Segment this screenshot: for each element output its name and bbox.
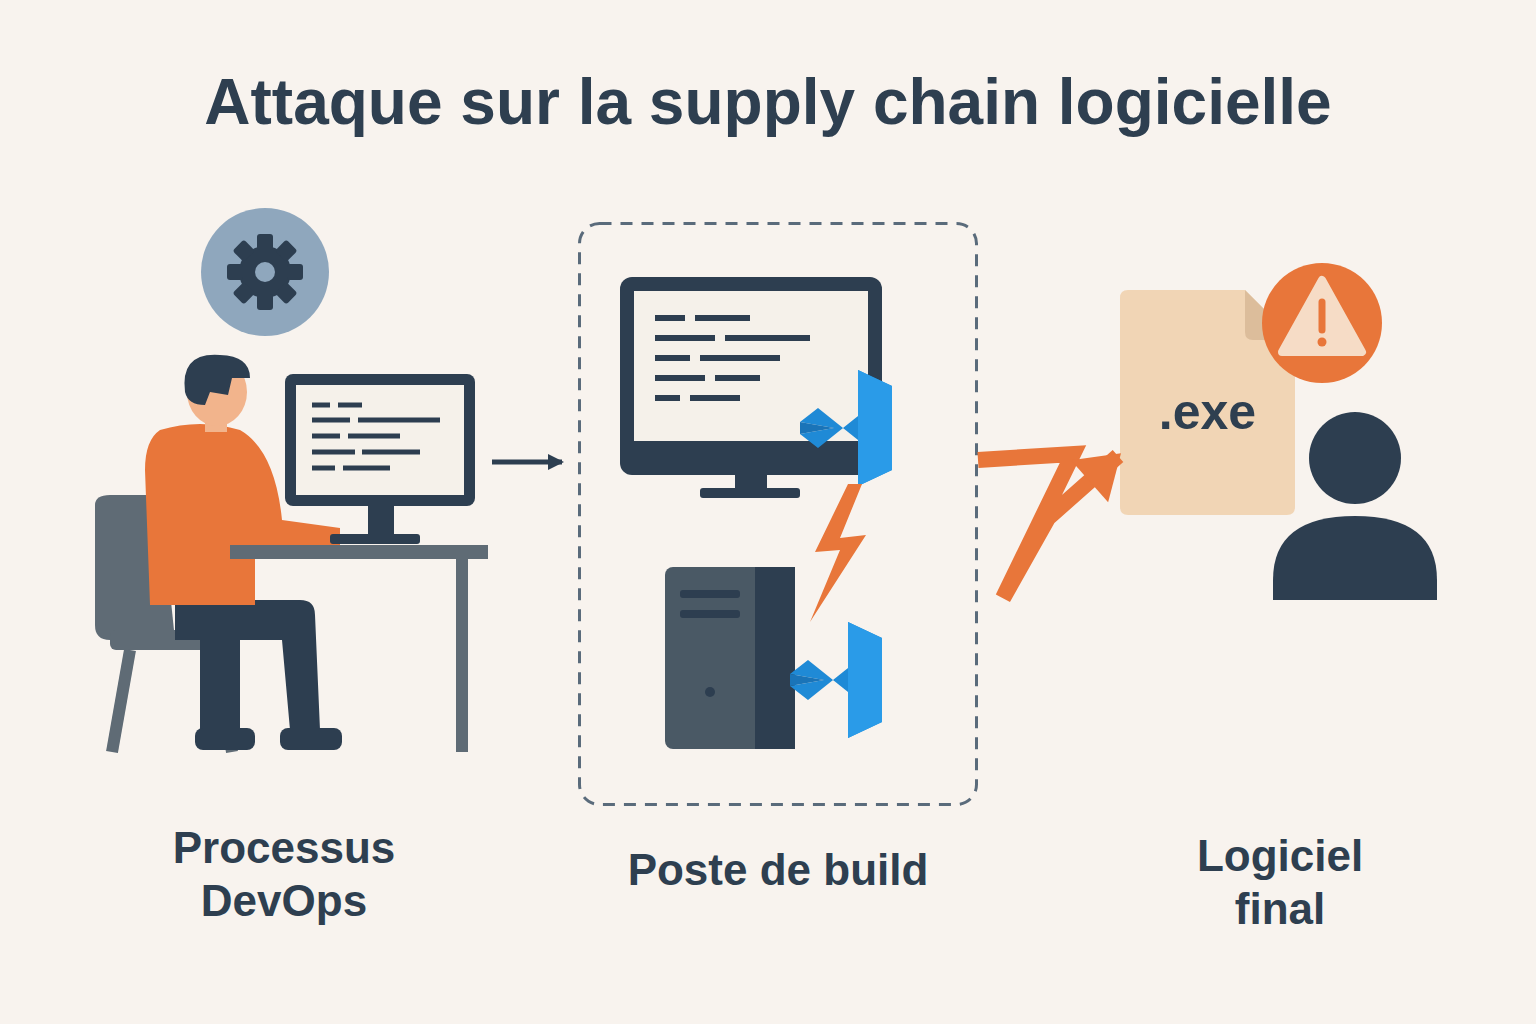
- attack-bolt: [978, 454, 1118, 598]
- build-boundary: Poste de build: [578, 222, 978, 806]
- user-icon: [1273, 412, 1437, 600]
- build-illustration: [620, 277, 892, 749]
- flow-arrow: [492, 460, 562, 465]
- executable-file: .exe: [1120, 290, 1295, 515]
- warning-badge: [1262, 263, 1382, 383]
- stage-label: Logiciel final: [1160, 830, 1400, 936]
- stage-group: Processus DevOps: [80, 240, 488, 940]
- developer-illustration: [95, 355, 488, 752]
- stage-label: Poste de build: [558, 844, 998, 897]
- file-extension: .exe: [1120, 382, 1295, 442]
- gear-badge: [201, 208, 329, 336]
- stage-group: Logiciel final .exe: [1110, 260, 1450, 940]
- dashed-boundary: [578, 222, 978, 806]
- stage-label: Processus DevOps: [134, 822, 434, 928]
- diagram-title: Attaque sur la supply chain logicielle: [18, 66, 1518, 140]
